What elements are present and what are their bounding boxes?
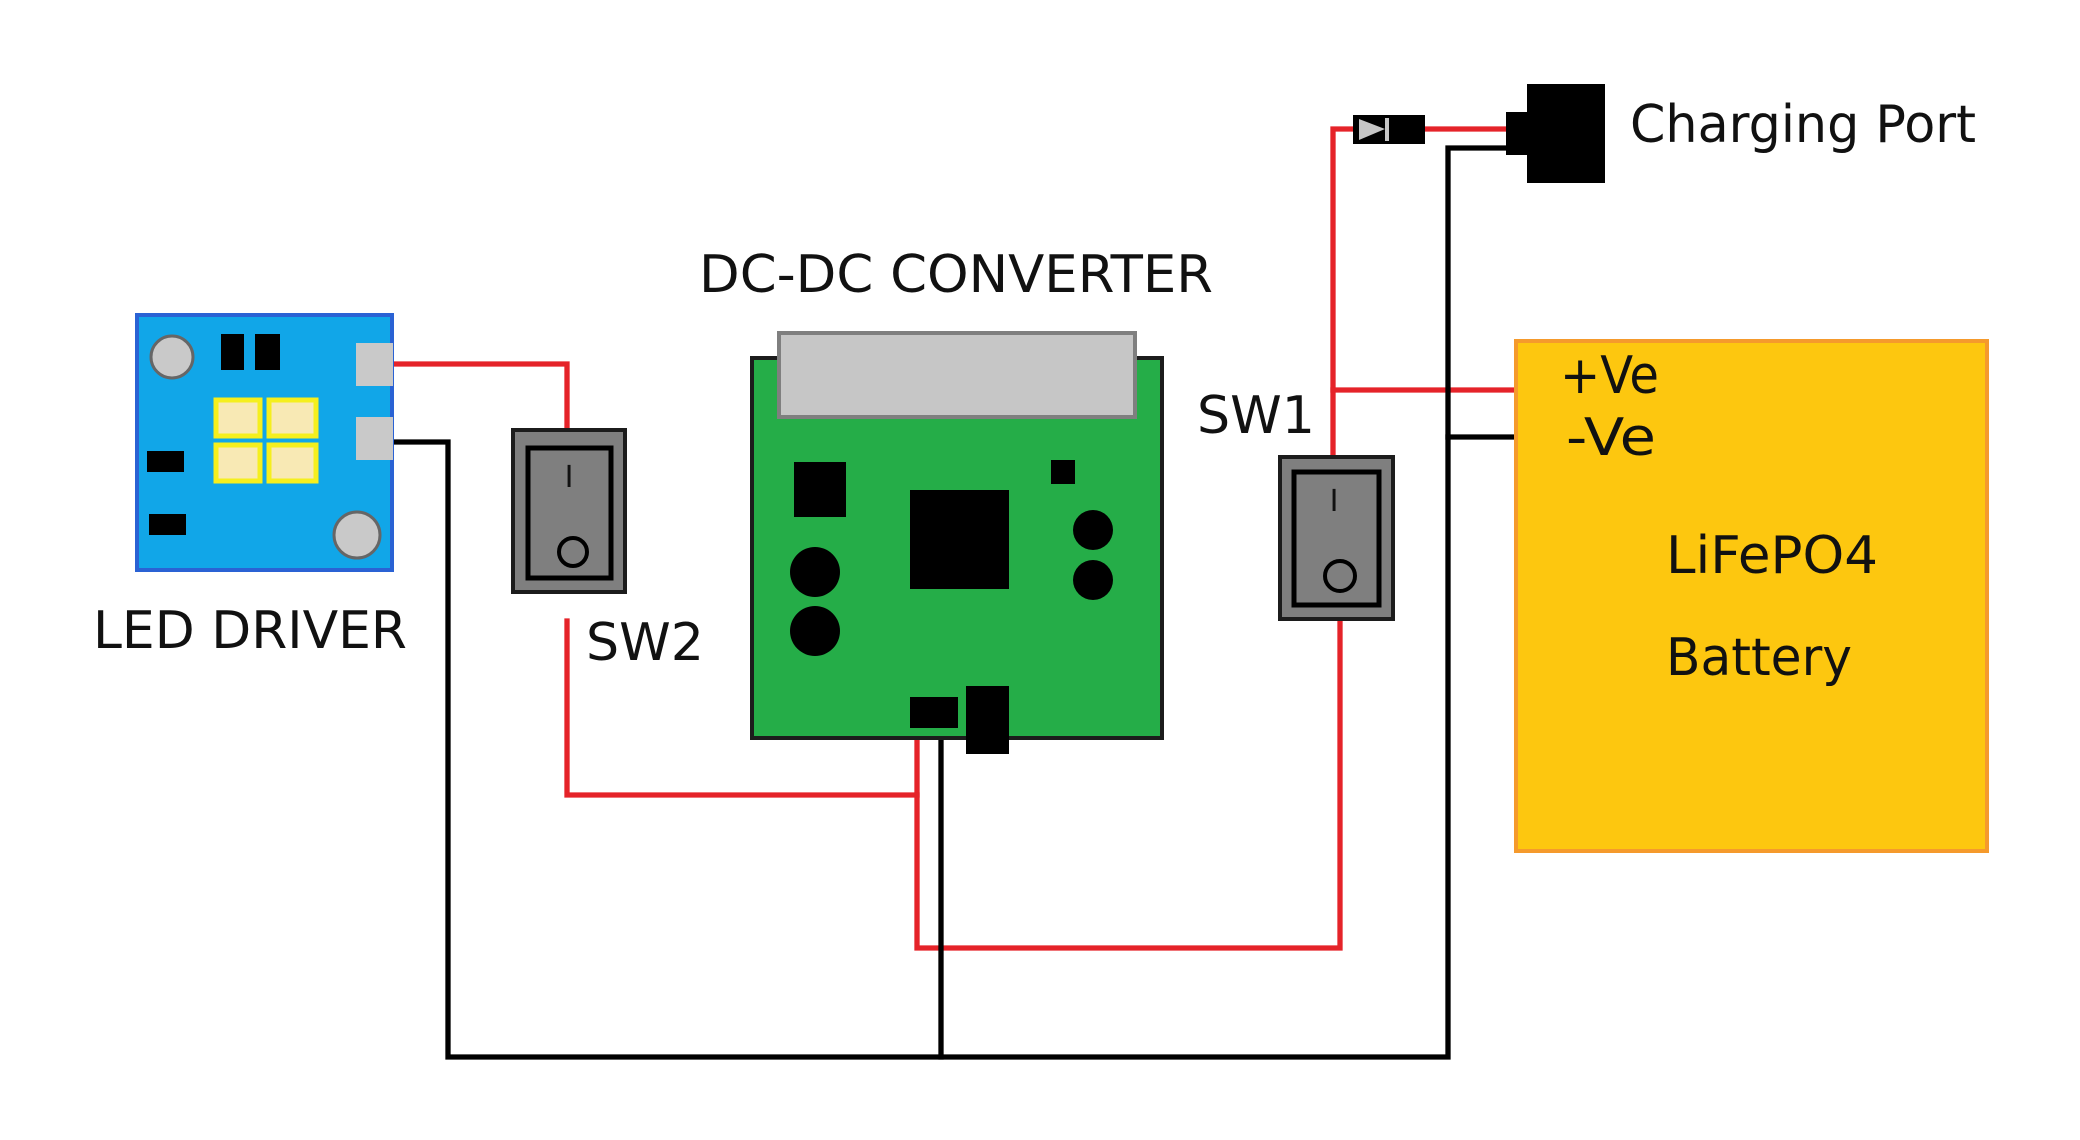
battery-positive-terminal-label: +Ve <box>1560 346 1659 406</box>
switch-rocker <box>525 445 614 581</box>
wire-converter-to-sw1 <box>914 617 1343 951</box>
capacitor <box>1073 510 1113 550</box>
led-driver-board <box>135 313 394 572</box>
led-driver-positive-pad <box>356 343 393 386</box>
switch-rocker <box>1291 469 1382 608</box>
dc-dc-converter-label: DC-DC CONVERTER <box>699 245 1213 305</box>
diode-cathode-band <box>1385 118 1389 141</box>
sw1-label: SW1 <box>1197 386 1315 446</box>
wires <box>382 126 1531 1060</box>
smd-component <box>221 334 244 370</box>
lifepo4-battery <box>1514 339 1989 853</box>
smd-component <box>147 451 184 472</box>
converter-usb-port <box>966 686 1009 754</box>
charging-port-label: Charging Port <box>1630 95 1976 155</box>
dc-dc-converter-board <box>750 331 1164 754</box>
wire-sw2-to-converter <box>564 618 920 798</box>
diode-triangle-icon <box>1359 119 1385 140</box>
battery-label: Battery <box>1666 628 1852 688</box>
smd-component <box>794 462 846 517</box>
diode <box>1353 115 1425 144</box>
wire-ground-led <box>382 145 1513 1060</box>
capacitor <box>1073 560 1113 600</box>
sw2-label: SW2 <box>586 613 704 673</box>
mounting-hole <box>332 510 382 560</box>
battery-negative-terminal-label: -Ve <box>1566 408 1656 468</box>
led-chip <box>266 397 319 439</box>
converter-heatsink <box>777 331 1137 419</box>
led-driver-negative-pad <box>356 417 393 460</box>
smd-component <box>255 334 280 370</box>
switch-on-mark: I <box>565 460 574 495</box>
charging-port <box>1506 84 1605 183</box>
led-driver-label: LED DRIVER <box>93 601 407 661</box>
converter-terminal <box>910 697 958 728</box>
switch-off-mark <box>1323 559 1357 593</box>
smd-component <box>1051 460 1075 484</box>
sw2-switch: I <box>511 428 627 594</box>
led-chip <box>213 442 263 484</box>
wire-led-positive-to-sw2 <box>382 361 570 436</box>
switch-on-mark: I <box>1330 484 1339 519</box>
converter-ic <box>910 490 1009 589</box>
led-chip <box>266 442 319 484</box>
sw1-switch: I <box>1278 455 1395 621</box>
capacitor <box>790 547 840 597</box>
wire-sw1-to-diode <box>1330 126 1356 463</box>
smd-component <box>149 514 186 535</box>
capacitor <box>790 606 840 656</box>
switch-off-mark <box>557 536 589 568</box>
led-chip-array <box>213 397 319 484</box>
mounting-hole <box>149 334 195 380</box>
led-chip <box>213 397 263 439</box>
battery-chemistry-label: LiFePO4 <box>1666 526 1878 586</box>
